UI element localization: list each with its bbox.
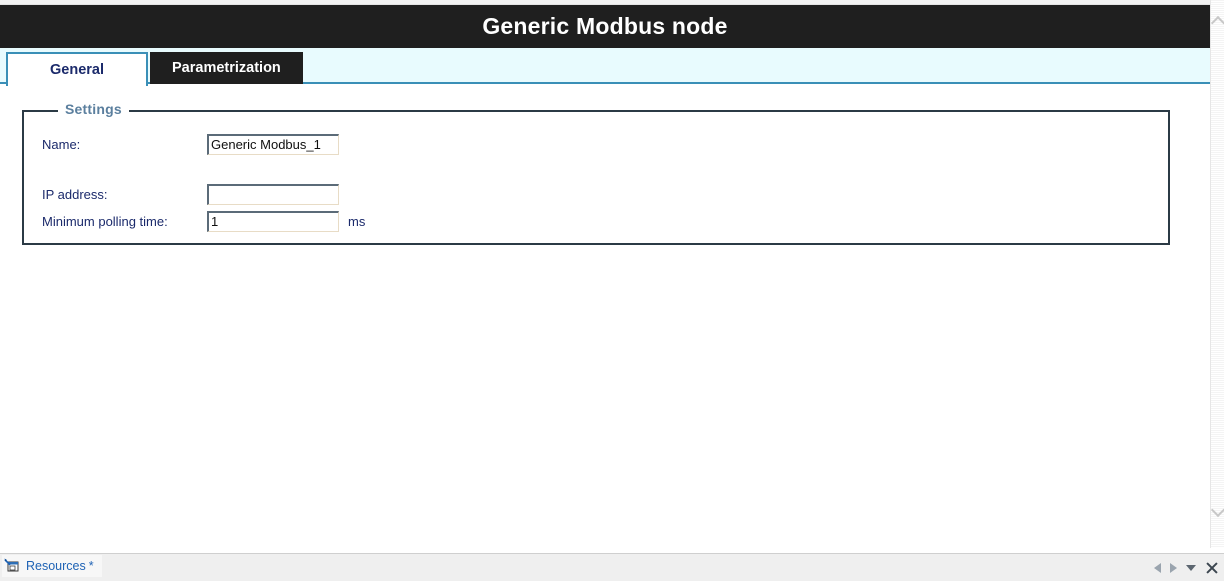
pin-window-icon [4,558,21,574]
chevron-up-icon [1210,15,1224,30]
settings-group-legend: Settings [58,101,129,117]
vertical-scrollbar[interactable] [1210,0,1224,548]
nav-next-icon[interactable] [1170,562,1177,573]
window-top-strip [0,0,1210,5]
tab-general-label: General [50,62,104,78]
nav-previous-icon[interactable] [1154,562,1161,573]
tab-list: General Parametrization [6,50,303,86]
close-icon[interactable] [1205,561,1218,574]
tab-parametrization-label: Parametrization [172,60,281,76]
settings-form: Name: IP address: Minimum polling time: … [24,112,1168,243]
window-title-bar: Generic Modbus node [0,5,1210,48]
status-tab-label: Resources [26,559,86,573]
status-bar-controls [1154,554,1218,581]
name-input[interactable] [207,133,339,155]
status-modified-marker: * [88,559,94,573]
status-tab-resources[interactable]: Resources * [2,555,102,577]
ip-address-label: IP address: [42,186,108,202]
page-title: Generic Modbus node [482,13,728,39]
field-row-ip-address: IP address: [42,183,339,205]
name-label: Name: [42,136,81,152]
chevron-down-icon[interactable] [1186,564,1196,571]
minimum-polling-time-unit: ms [348,213,366,229]
minimum-polling-time-label: Minimum polling time: [42,213,168,229]
status-bar: Resources * [0,553,1224,581]
field-row-minimum-polling-time: Minimum polling time: ms [42,210,365,232]
settings-group-box: Settings Name: IP address: Minimum polli… [22,101,1170,245]
tab-content-general: Settings Name: IP address: Minimum polli… [0,84,1210,548]
scroll-up-button[interactable] [1210,12,1224,30]
tab-parametrization[interactable]: Parametrization [150,52,303,84]
scroll-down-button[interactable] [1210,502,1224,520]
ip-address-input[interactable] [207,183,339,205]
tab-general[interactable]: General [6,52,148,86]
tab-strip: General Parametrization [0,48,1210,86]
field-row-name: Name: [42,133,339,155]
minimum-polling-time-input[interactable] [207,210,339,232]
chevron-down-icon [1210,502,1224,517]
